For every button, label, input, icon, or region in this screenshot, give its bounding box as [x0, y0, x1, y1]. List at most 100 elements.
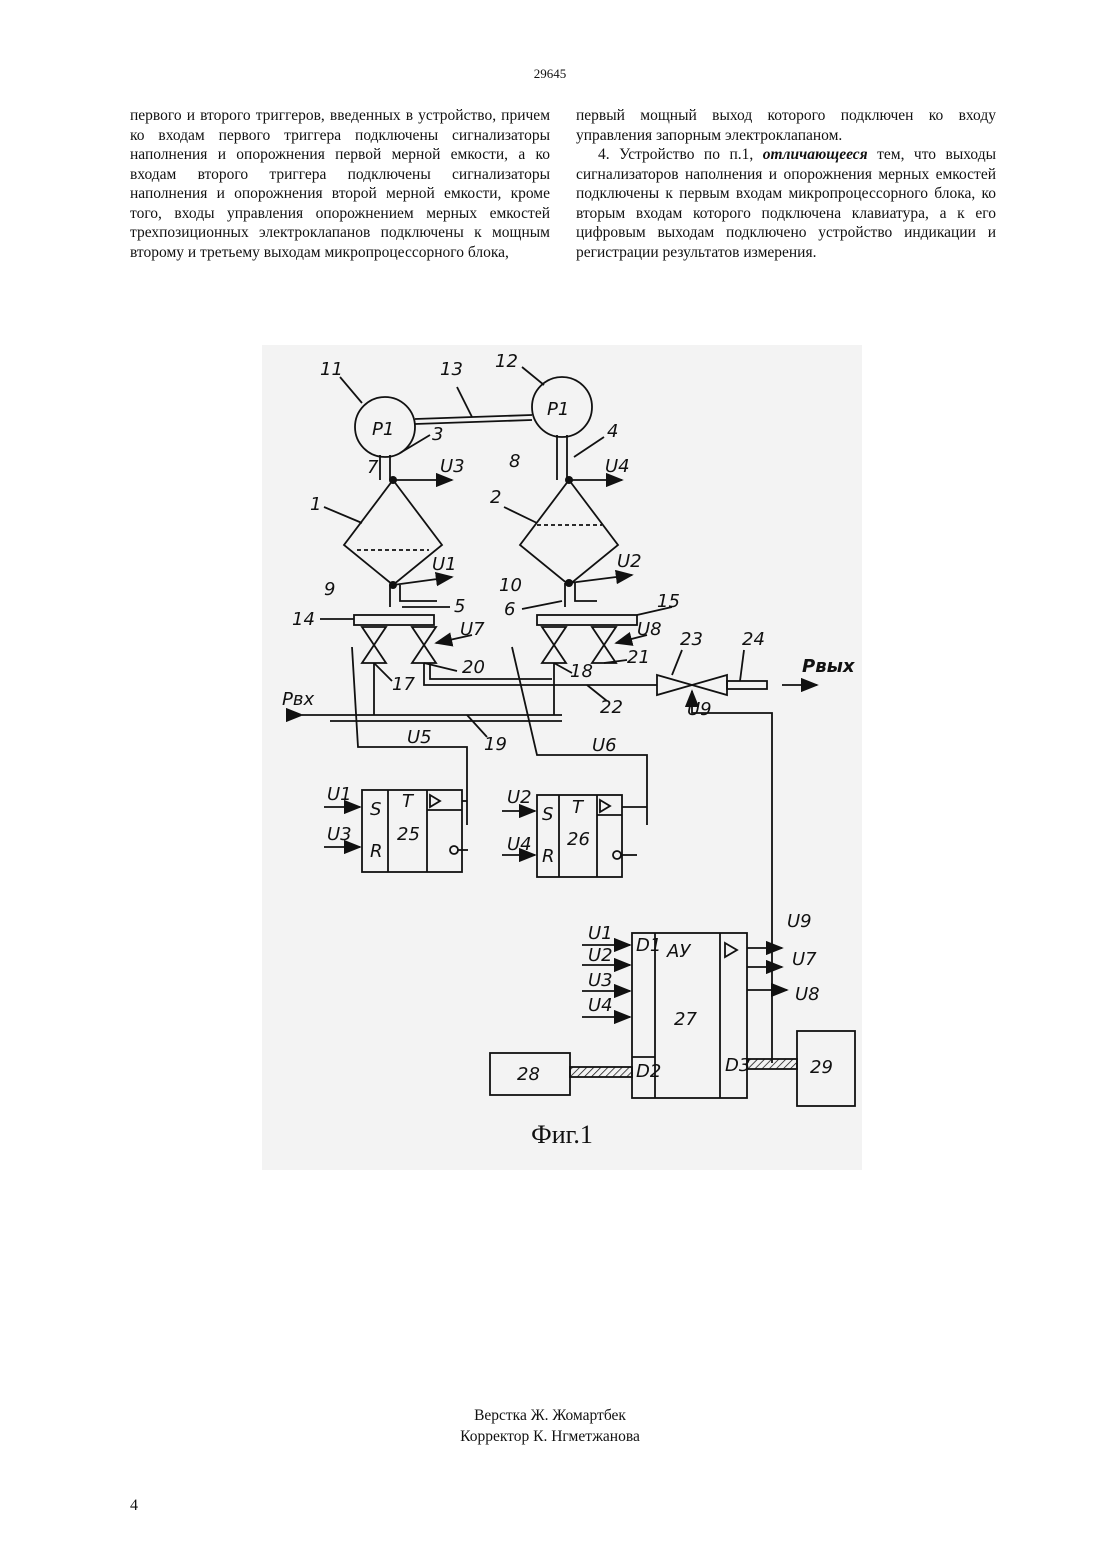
leader-3 — [400, 435, 430, 453]
sensor-7 — [389, 476, 397, 484]
bus-28-27 — [570, 1067, 632, 1077]
label-20: 20 — [462, 657, 485, 678]
label-24: 24 — [742, 629, 765, 650]
drain-line-22 — [424, 663, 657, 685]
label-t25-num: 25 — [397, 824, 420, 845]
leader-13 — [457, 387, 472, 417]
label-p-in: Pвх — [282, 689, 314, 710]
neck-4 — [557, 435, 567, 480]
pipe-13 — [415, 415, 532, 419]
outlet-24 — [727, 681, 767, 689]
label-d2: D2 — [636, 1061, 661, 1082]
label-t25-u1: U1 — [327, 784, 352, 805]
label-u7-b: U7 — [792, 949, 817, 970]
document-number: 29645 — [0, 66, 1100, 82]
label-4: 4 — [607, 421, 618, 442]
vessel-1 — [344, 480, 442, 585]
valve-17 — [362, 627, 386, 663]
valve-20 — [412, 627, 436, 663]
label-d1: D1 — [636, 935, 661, 956]
label-t25-u3: U3 — [327, 824, 352, 845]
label-t25-r: R — [370, 841, 383, 862]
label-mp-u3: U3 — [588, 970, 613, 991]
label-u9-b: U9 — [787, 911, 812, 932]
claim-4-prefix: 4. Устройство по п.1, — [598, 146, 763, 163]
leader-11 — [340, 377, 362, 403]
label-13: 13 — [440, 359, 463, 380]
label-u5: U5 — [407, 727, 432, 748]
label-t26-s: S — [542, 804, 553, 825]
label-p1-a: P1 — [372, 419, 394, 440]
label-p-out: Pвых — [802, 656, 856, 677]
left-text-column: первого и второго триггеров, введенных в… — [130, 106, 550, 262]
label-mp-u4: U4 — [588, 995, 613, 1016]
figure-caption: Фиг.1 — [262, 1120, 862, 1150]
page-number: 4 — [130, 1497, 138, 1515]
label-u6: U6 — [592, 735, 617, 756]
label-2: 2 — [490, 487, 501, 508]
right-text-column: первый мощный выход которого подключен к… — [576, 106, 996, 262]
label-ay: AУ — [666, 941, 691, 962]
credits: Верстка Ж. Жомартбек Корректор К. Нгметж… — [0, 1405, 1100, 1447]
label-11: 11 — [320, 359, 343, 380]
leader-4 — [574, 437, 604, 457]
manifold-14 — [354, 615, 434, 625]
manifold-15 — [537, 615, 637, 625]
valve-18 — [542, 627, 566, 663]
label-1: 1 — [310, 494, 321, 515]
leader-20 — [424, 663, 457, 671]
label-28: 28 — [517, 1064, 540, 1085]
label-18: 18 — [570, 661, 593, 682]
layout-credit: Верстка Ж. Жомартбек — [0, 1405, 1100, 1426]
bus-27-29 — [747, 1059, 797, 1069]
right-paragraph-1: первый мощный выход которого подключен к… — [576, 106, 996, 145]
figure-1-diagram: 11 12 13 P1 P1 3 4 7 8 U3 U4 1 2 U1 U2 9… — [262, 345, 862, 1170]
label-19: 19 — [484, 734, 507, 755]
label-27: 27 — [674, 1009, 697, 1030]
label-mp-u2: U2 — [588, 945, 613, 966]
label-8: 8 — [509, 451, 520, 472]
label-6: 6 — [504, 599, 515, 620]
label-t26-u4: U4 — [507, 834, 532, 855]
label-u4-a: U4 — [605, 456, 630, 477]
label-t26-t: T — [572, 797, 585, 818]
proofreader-credit: Корректор К. Нгметжанова — [0, 1426, 1100, 1447]
claim-4-text: тем, что выходы сигнализаторов наполнени… — [576, 146, 996, 261]
label-d3: D3 — [725, 1055, 750, 1076]
label-u2-a: U2 — [617, 551, 642, 572]
vessel-2 — [520, 480, 618, 585]
label-10: 10 — [499, 575, 522, 596]
leader-6 — [522, 601, 562, 609]
label-u3-a: U3 — [440, 456, 465, 477]
label-29: 29 — [810, 1057, 833, 1078]
label-p1-b: P1 — [547, 399, 569, 420]
label-12: 12 — [495, 351, 518, 372]
label-u7-a: U7 — [460, 619, 485, 640]
sensor-10 — [565, 579, 573, 587]
label-17: 17 — [392, 674, 415, 695]
leader-17 — [374, 663, 392, 681]
label-7: 7 — [367, 457, 379, 478]
leader-24 — [740, 650, 744, 681]
sensor-8 — [565, 476, 573, 484]
label-14: 14 — [292, 609, 315, 630]
left-paragraph: первого и второго триггеров, введенных в… — [130, 106, 550, 262]
label-t25-s: S — [370, 799, 381, 820]
label-9: 9 — [324, 579, 335, 600]
label-t26-num: 26 — [567, 829, 590, 850]
label-15: 15 — [657, 591, 680, 612]
claim-4-emphasis: отличающееся — [763, 146, 868, 163]
label-t25-t: T — [402, 791, 415, 812]
label-21: 21 — [627, 647, 650, 668]
label-23: 23 — [680, 629, 703, 650]
label-mp-u1: U1 — [588, 923, 613, 944]
leader-12 — [522, 367, 544, 385]
label-t26-u2: U2 — [507, 787, 532, 808]
outlet-5 — [390, 585, 437, 607]
label-u8-b: U8 — [795, 984, 820, 1005]
label-3: 3 — [432, 424, 443, 445]
label-u1-a: U1 — [432, 554, 457, 575]
label-u8-a: U8 — [637, 619, 662, 640]
control-u9-line — [692, 691, 772, 1063]
label-22: 22 — [600, 697, 623, 718]
